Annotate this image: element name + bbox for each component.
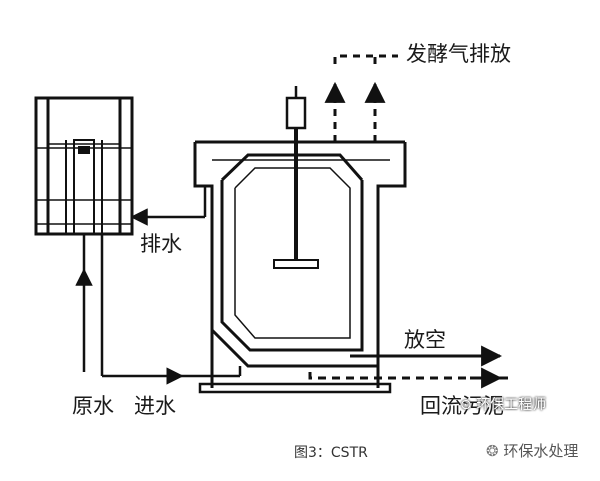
source-watermark-text: 环保水处理 — [503, 442, 579, 460]
gas-vent-label: 发酵气排放 — [406, 42, 511, 66]
source-watermark: ❂ 环保水处理 — [486, 440, 578, 461]
sludge-return-line — [308, 367, 508, 389]
vent-label: 放空 — [404, 328, 446, 352]
settling-tank — [34, 96, 134, 236]
figure-caption: 图3：CSTR — [294, 445, 368, 461]
drain-label: 排水 — [140, 232, 182, 256]
wechat-icon: ❂ — [486, 442, 499, 460]
agitator — [273, 86, 319, 269]
inline-watermark: ⊙ 环保工程师 — [460, 394, 546, 414]
reactor — [193, 140, 407, 394]
drain-line — [130, 186, 207, 226]
sludge-return-label: 回流污泥 — [420, 394, 504, 418]
inlet-label: 进水 — [134, 394, 176, 418]
gas-vent-lines — [324, 54, 398, 142]
raw-water-label: 原水 — [72, 394, 114, 418]
watermark-inline-text: 环保工程师 — [476, 397, 547, 413]
watermark-icon: ⊙ — [460, 397, 472, 413]
